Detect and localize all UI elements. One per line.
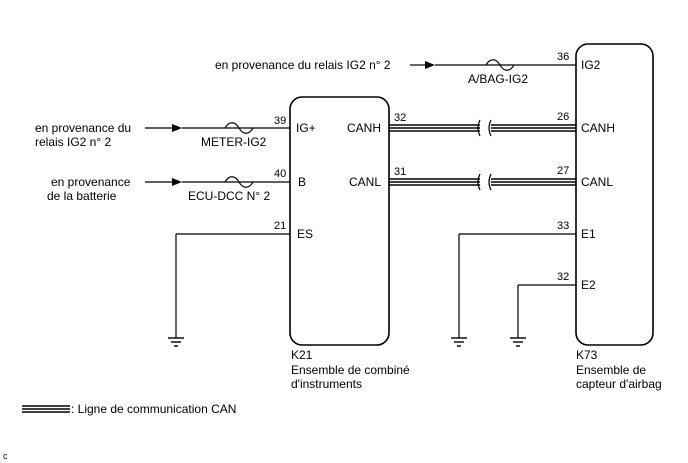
k73-box bbox=[575, 43, 654, 346]
k73-code: K73 bbox=[576, 348, 598, 362]
battery-feed-wire bbox=[145, 176, 290, 188]
canl-bus-line bbox=[389, 173, 576, 191]
relay-ig2-left-label-line1: en provenance du bbox=[35, 121, 131, 135]
k21-pin-num-canl: 31 bbox=[394, 166, 406, 178]
k21-pin-label-es: ES bbox=[297, 227, 313, 241]
meter-fuse-label: METER-IG2 bbox=[201, 135, 267, 149]
k73-pin-label-e1: E1 bbox=[581, 227, 596, 241]
k73-e2-ground-wire bbox=[510, 284, 576, 347]
k21-pin-num-es: 21 bbox=[274, 220, 286, 232]
relay-ig2-left-label-line2: relais IG2 n° 2 bbox=[35, 135, 111, 149]
k21-name-line1: Ensemble de combiné bbox=[291, 363, 410, 377]
abag-fuse-icon bbox=[485, 59, 515, 71]
k21-code: K21 bbox=[291, 348, 313, 362]
battery-label-line1: en provenance bbox=[51, 175, 131, 189]
k21-box bbox=[289, 96, 390, 346]
k73-pin-label-ig2: IG2 bbox=[581, 58, 601, 72]
k21-pin-label-canh: CANH bbox=[347, 121, 381, 135]
k21-pin-num-ig-plus: 39 bbox=[274, 115, 286, 127]
k73-pin-num-e1: 33 bbox=[557, 220, 569, 232]
k73-pin-label-canh: CANH bbox=[581, 121, 615, 135]
canh-break-mark bbox=[477, 119, 492, 137]
battery-label-line2: de la batterie bbox=[47, 189, 117, 203]
k73-name-line2: capteur d'airbag bbox=[576, 377, 662, 391]
k21-pin-label-b: B bbox=[298, 175, 306, 189]
meter-feed-wire bbox=[145, 122, 290, 134]
k73-pin-num-canh: 26 bbox=[557, 111, 569, 123]
ecu-dcc-fuse-label: ECU-DCC N° 2 bbox=[188, 189, 270, 203]
ecu-dcc-fuse-icon bbox=[224, 176, 254, 188]
k73-pin-label-e2: E2 bbox=[581, 278, 596, 292]
canh-bus-line bbox=[389, 119, 576, 137]
ig2-feed-wire bbox=[410, 59, 576, 71]
k73-e1-ground-wire bbox=[451, 233, 576, 347]
k21-pin-label-canl: CANL bbox=[349, 175, 381, 189]
k73-pin-label-canl: CANL bbox=[581, 175, 613, 189]
corner-mark: c bbox=[3, 451, 8, 461]
k73-pin-num-e2: 32 bbox=[557, 271, 569, 283]
can-legend-label: : Ligne de communication CAN bbox=[71, 402, 236, 416]
abag-fuse-label: A/BAG-IG2 bbox=[468, 72, 528, 86]
k21-pin-num-canh: 32 bbox=[394, 112, 406, 124]
k21-pin-num-b: 40 bbox=[274, 168, 286, 180]
meter-fuse-icon bbox=[224, 122, 254, 134]
k21-es-ground-wire bbox=[168, 233, 290, 347]
k21-name-line2: d'instruments bbox=[291, 377, 362, 391]
k73-pin-num-ig2: 36 bbox=[557, 51, 569, 63]
canl-break-mark bbox=[477, 173, 492, 191]
k73-pin-num-canl: 27 bbox=[557, 165, 569, 177]
relay-ig2-top-label: en provenance du relais IG2 n° 2 bbox=[215, 58, 391, 72]
can-legend-symbol bbox=[22, 405, 70, 413]
k21-pin-label-ig-plus: IG+ bbox=[296, 121, 316, 135]
k73-name-line1: Ensemble de bbox=[576, 363, 646, 377]
